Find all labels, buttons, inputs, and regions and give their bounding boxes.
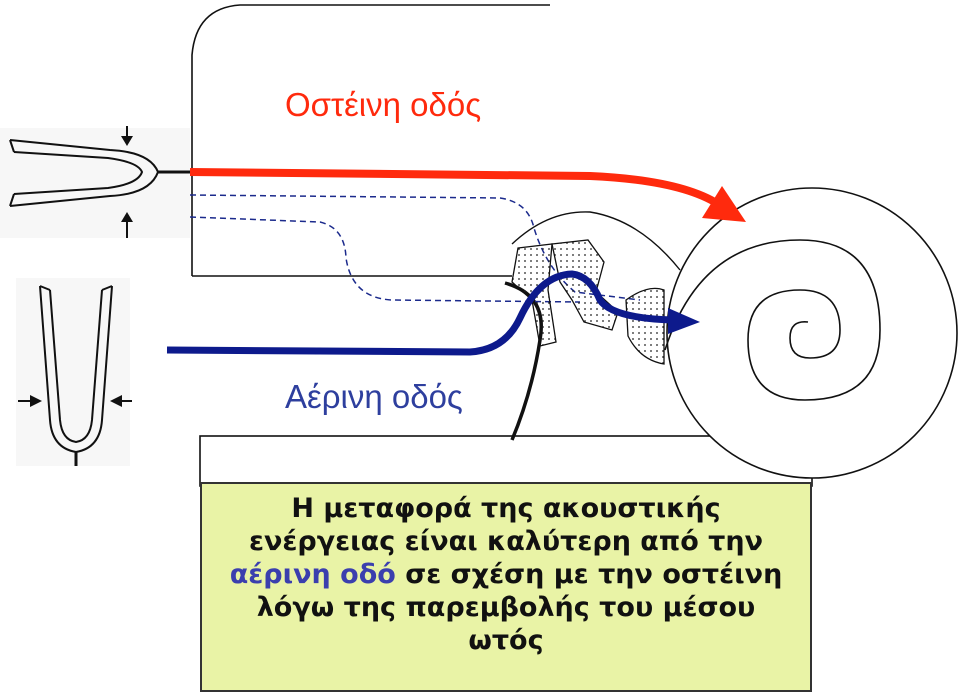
- caption-line-5: ωτός: [468, 625, 544, 656]
- middle-ear-outline: [511, 211, 681, 271]
- cochlea-spiral: [664, 239, 881, 401]
- air-conduction-arrow: [166, 270, 673, 356]
- air-conduction-arrowhead: [668, 308, 700, 334]
- caption-line-1: Η μεταφορά της ακουστικής: [291, 493, 721, 524]
- skull-outline: [191, 4, 550, 276]
- cochlea-circle: [666, 187, 958, 479]
- stapes-ossicle: [625, 287, 665, 365]
- caption-line-3-rest: σε σχέση με την οστέινη: [395, 559, 783, 590]
- bone-conduction-arrow: [189, 168, 721, 208]
- caption-box: Η μεταφορά της ακουστικής ενέργειας είνα…: [200, 482, 812, 692]
- bone-conduction-label: Οστέινη οδός: [285, 86, 482, 123]
- tuning-fork-horizontal-icon: [0, 126, 190, 238]
- caption-line-2: ενέργειας είναι καλύτερη από την: [248, 526, 764, 557]
- caption-line-4: λόγω της παρεμβολής του μέσου: [256, 592, 756, 623]
- ear-canal-dashed-lower: [189, 216, 581, 303]
- caption-highlight: αέρινη οδό: [229, 559, 396, 590]
- incus-ossicle: [551, 239, 619, 331]
- caption-line-3: αέρινη οδό σε σχέση με την οστέινη: [202, 558, 810, 591]
- air-conduction-label: Αέρινη οδός: [285, 378, 463, 415]
- bone-conduction-arrowhead: [702, 186, 746, 222]
- tuning-fork-vertical-icon: [16, 278, 132, 466]
